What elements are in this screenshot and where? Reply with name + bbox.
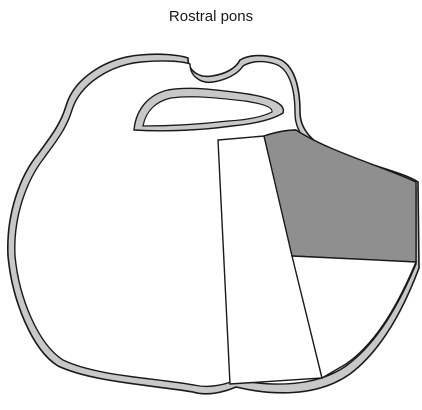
pons-diagram [0,0,422,410]
